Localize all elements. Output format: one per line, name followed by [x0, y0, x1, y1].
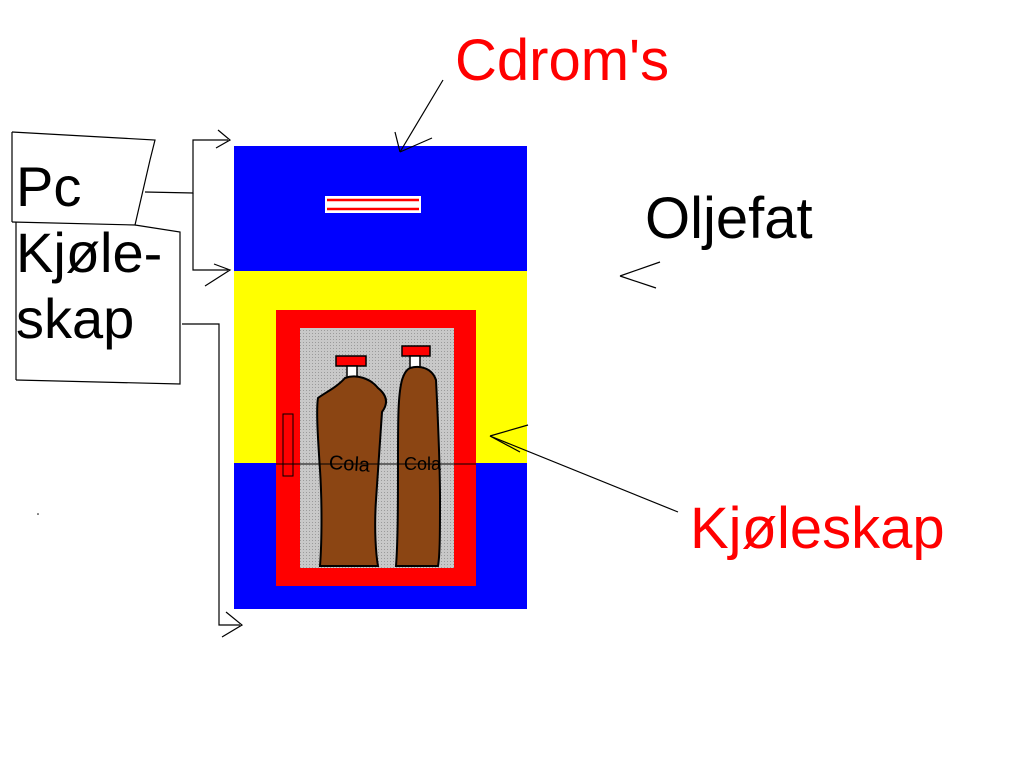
- stray-dot: [37, 513, 39, 515]
- bottle-label-right: Cola: [404, 454, 442, 474]
- pc-cabinet: [234, 146, 527, 609]
- kjoleskap-arrow: [489, 424, 679, 513]
- cola-bottle-right: [394, 345, 442, 567]
- oljefat-arrow: [619, 261, 661, 289]
- bottle-label-left: Cola: [328, 452, 371, 477]
- cdrom-slot: [325, 196, 421, 213]
- cdrom-arrow: [394, 79, 444, 153]
- door-handle: [282, 413, 294, 477]
- label-pc-kjoleskap: Pc Kjøle- skap: [16, 154, 162, 352]
- cola-bottle-left: [316, 355, 388, 567]
- label-kjoleskap: Kjøleskap: [690, 496, 945, 561]
- label-pc-line1: Pc: [16, 155, 82, 218]
- label-cdroms: Cdrom's: [455, 28, 670, 93]
- label-pc-line3: skap: [16, 287, 135, 350]
- pc-connector-lines: [144, 129, 244, 638]
- label-pc-line2: Kjøle-: [16, 221, 163, 284]
- pc-label-box: [11, 131, 181, 385]
- label-oljefat: Oljefat: [645, 186, 813, 251]
